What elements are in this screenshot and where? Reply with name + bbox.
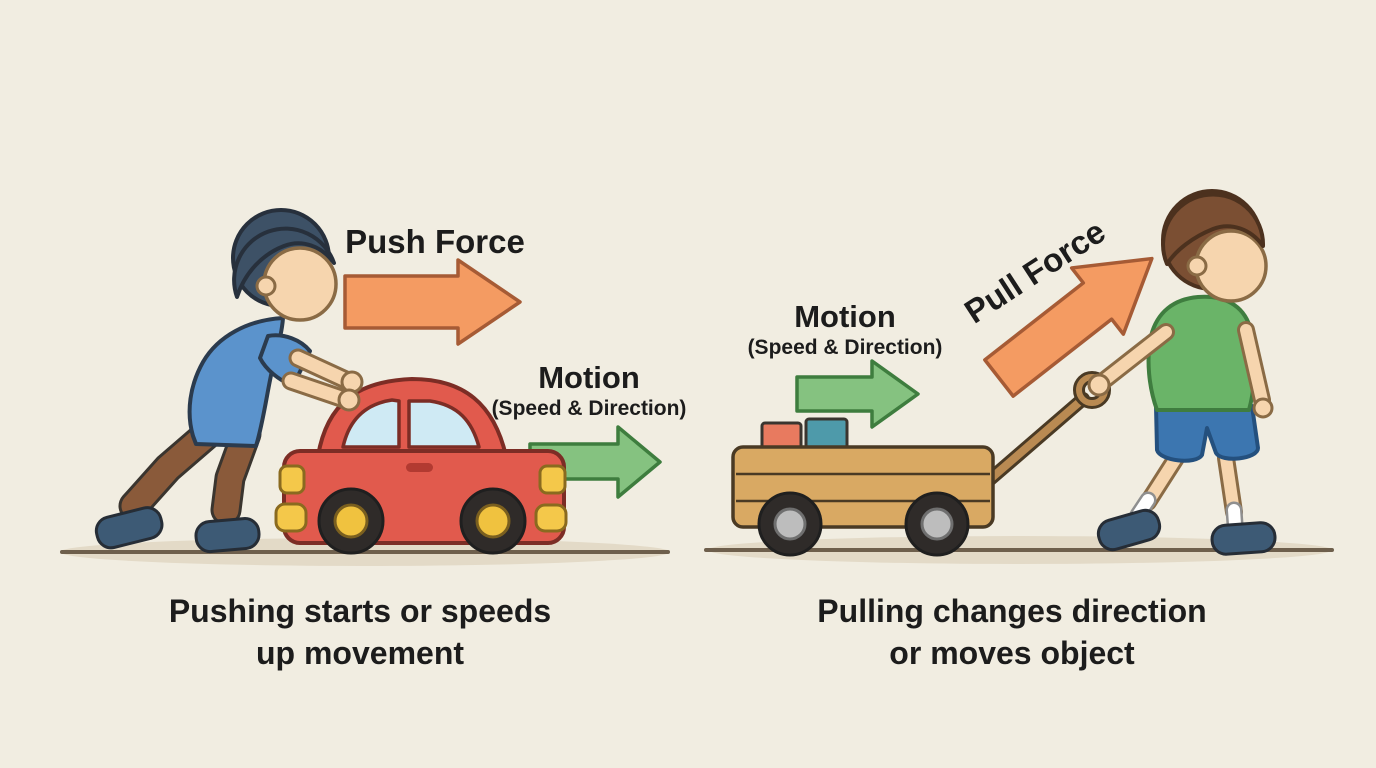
pull-boy-hand <box>1087 373 1111 397</box>
boy-pushing-figure <box>94 208 364 554</box>
push-boy-hand <box>337 388 361 412</box>
push-boy-front-leg <box>210 418 262 526</box>
car-rear-wheel <box>317 487 385 555</box>
pull-caption-line2: or moves object <box>889 635 1135 671</box>
pull-boy-ear <box>1186 255 1208 277</box>
pull-boy-front-leg <box>1217 449 1244 533</box>
car-taillight <box>278 464 306 495</box>
right-motion-label: Motion <box>794 299 896 334</box>
pull-scene: Motion (Speed & Direction) Pull Force <box>704 189 1334 671</box>
pull-force-arrow-icon <box>983 256 1154 398</box>
pull-boy-front-shoe <box>1210 521 1277 556</box>
pull-caption-line1: Pulling changes direction <box>817 593 1206 629</box>
push-caption-line1: Pushing starts or speeds <box>169 593 551 629</box>
right-motion-arrow-icon <box>795 359 920 429</box>
push-boy-hair <box>232 226 336 299</box>
push-boy-ear <box>255 275 277 297</box>
car-front-bumper <box>534 503 568 533</box>
boy-pulling-figure <box>1087 189 1277 556</box>
pull-boy-sock <box>1228 504 1241 530</box>
pull-boy-back-shoe <box>1096 508 1162 552</box>
push-force-label: Push Force <box>345 223 525 260</box>
wooden-wagon <box>731 371 1111 557</box>
pull-boy-shorts <box>1154 404 1260 463</box>
wagon-front-wheel <box>904 491 970 557</box>
left-motion-label: Motion <box>538 360 640 395</box>
pull-boy-back-arm <box>1087 323 1175 397</box>
push-boy-front-shoe <box>194 517 261 554</box>
push-caption-line2: up movement <box>256 635 464 671</box>
car-headlight <box>538 464 567 495</box>
car-door-handle <box>406 463 433 472</box>
red-toy-car <box>274 377 568 555</box>
left-motion-sublabel: (Speed & Direction) <box>492 397 687 420</box>
push-scene: Push Force Motion (Speed & Direction) <box>60 208 687 671</box>
push-force-arrow-icon <box>343 258 522 346</box>
pull-boy-shirt <box>1146 294 1257 412</box>
push-boy-arms <box>281 348 364 412</box>
car-rear-bumper <box>274 502 308 533</box>
push-boy-head <box>231 208 338 322</box>
right-motion-sublabel: (Speed & Direction) <box>748 336 943 359</box>
push-boy-back-shoe <box>94 506 164 550</box>
pull-boy-front-arm <box>1237 321 1274 419</box>
pull-boy-hair <box>1161 192 1266 266</box>
pull-boy-head <box>1161 189 1268 303</box>
car-front-window <box>407 399 481 449</box>
wagon-rear-wheel <box>757 491 823 557</box>
pull-boy-hand <box>1252 397 1274 419</box>
car-front-wheel <box>459 487 527 555</box>
car-rear-window <box>341 398 401 449</box>
